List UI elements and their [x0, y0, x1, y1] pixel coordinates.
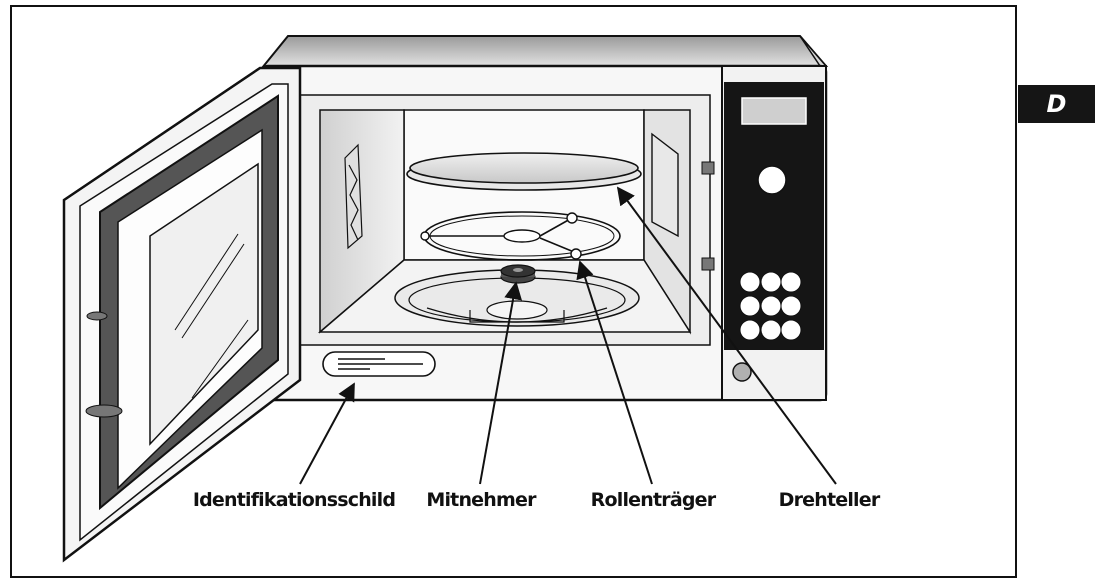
drive-coupler [500, 264, 536, 284]
roller-ring [420, 211, 621, 261]
turntable-plate [406, 152, 642, 191]
arrow-mitnehmer [479, 281, 523, 485]
open-door [62, 66, 302, 563]
callout-arrows [299, 186, 837, 485]
control-panel [721, 65, 827, 401]
figure-frame [10, 5, 1017, 578]
arrow-drehteller [616, 186, 837, 485]
label-identifikationsschild: Identifikationsschild [192, 489, 396, 511]
arrow-rollentraeger [576, 260, 653, 485]
label-rollentraeger: Rollenträger [590, 489, 716, 511]
label-drehteller: Drehteller [778, 489, 881, 511]
identification-plate [322, 351, 436, 377]
language-tab: D [1018, 85, 1095, 123]
arrow-identifikationsschild [299, 382, 355, 485]
label-mitnehmer: Mitnehmer [426, 489, 536, 511]
